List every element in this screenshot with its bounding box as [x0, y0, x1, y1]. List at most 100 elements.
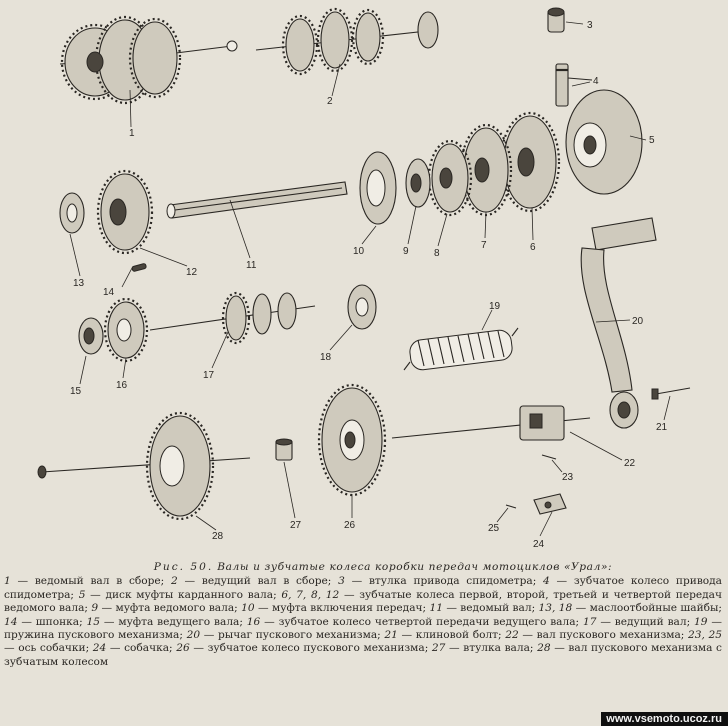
legend-item: 11 — ведомый вал; — [429, 602, 538, 614]
callout-28: 28 — [212, 531, 224, 542]
callout-13: 13 — [73, 278, 85, 289]
legend-item-text: — втулка вала; — [445, 642, 538, 655]
legend-item-text: — муфта включения передач; — [254, 602, 430, 615]
callout-27: 27 — [290, 520, 302, 531]
caption-heading: Валы и зубчатые колеса коробки передач м… — [217, 561, 613, 573]
legend-item: 27 — втулка вала; — [432, 642, 537, 654]
callout-7: 7 — [481, 240, 487, 251]
legend-item-text: — ведущий вал; — [596, 615, 695, 628]
callout-1: 1 — [129, 128, 135, 139]
legend-item-number: 19 — [694, 615, 708, 628]
legend-item: 22 — вал пускового механизма; — [505, 629, 688, 641]
legend-item: 1 — ведомый вал в сборе; — [4, 575, 171, 587]
part-17-driving-shaft — [149, 291, 316, 345]
part-20-kick-lever — [580, 217, 657, 429]
legend-item-number: 13, 18 — [538, 602, 573, 615]
callout-15: 15 — [70, 386, 82, 397]
caption-label: Рис. 50. — [153, 561, 214, 573]
caption-title: Рис. 50. Валы и зубчатые колеса коробки … — [4, 561, 722, 574]
legend-item-number: 15 — [86, 615, 101, 628]
part-8-third-gear — [427, 139, 473, 217]
legend-item-number: 5 — [78, 588, 86, 601]
part-27-shaft-bush — [275, 438, 293, 461]
figure-caption: Рис. 50. Валы и зубчатые колеса коробки … — [4, 561, 722, 669]
legend-item: 16 — зубчатое колесо четвертой передачи … — [247, 616, 583, 628]
part-4-speedometer-gear — [555, 63, 593, 107]
part-25-pawl-axle — [505, 504, 517, 509]
callout-22: 22 — [624, 458, 636, 469]
legend-item-text: — вал пускового механизма; — [518, 629, 689, 642]
legend-item-number: 1 — [4, 575, 11, 588]
legend-item: 28 — вал пускового механизма с зубчатым … — [4, 642, 722, 667]
caption-legend: 1 — ведомый вал в сборе; 2 — ведущий вал… — [4, 575, 722, 669]
legend-item-text: — зубчатое колесо четвертой передачи вед… — [260, 615, 583, 628]
callout-24: 24 — [533, 539, 545, 550]
legend-item: 13, 18 — маслоотбойные шайбы; — [539, 602, 722, 614]
part-22-kick-shaft — [391, 405, 591, 441]
legend-item-number: 3 — [338, 575, 345, 588]
part-13-oil-washer — [59, 192, 85, 234]
legend-item-text: — клиновой болт; — [397, 629, 506, 642]
legend-item-text: — маслоотбойные шайбы; — [572, 602, 723, 615]
part-14-key — [131, 263, 147, 272]
legend-item-number: 20 — [186, 629, 201, 642]
legend-item: 6, 7, 8, 12 — зубчатые колеса первой, вт… — [4, 589, 722, 614]
legend-item: 24 — собачка; — [93, 642, 176, 654]
callout-19: 19 — [489, 301, 501, 312]
legend-item-text: — ось собачки; — [4, 642, 93, 655]
legend-item-text: — зубчатые колеса первой, второй, третье… — [4, 588, 723, 615]
callout-3: 3 — [587, 20, 593, 31]
legend-item-text: — диск муфты карданного вала; — [85, 588, 282, 601]
callout-20: 20 — [632, 316, 644, 327]
legend-item-number: 9 — [91, 602, 99, 615]
legend-item: 19 — пружина пускового механизма; — [4, 616, 722, 641]
exploded-drawing: 1 2 3 4 5 6 7 8 9 10 11 12 13 14 15 16 1… — [37, 7, 691, 550]
part-28-kick-shaft-gear — [37, 411, 251, 521]
legend-item-number: 27 — [431, 642, 446, 655]
legend-item-text: — ведущий вал в сборе; — [177, 575, 339, 588]
callout-23: 23 — [562, 472, 574, 483]
part-10-shift-coupling — [359, 151, 397, 225]
legend-item-number: 23, 25 — [688, 629, 723, 642]
legend-item-text: — ведомый вал в сборе; — [10, 575, 172, 588]
legend-item-number: 4 — [543, 575, 550, 588]
callout-26: 26 — [344, 520, 356, 531]
legend-item-text: — ведомый вал; — [442, 602, 539, 615]
legend-item-text: — собачка; — [106, 642, 177, 655]
callout-18: 18 — [320, 352, 332, 363]
legend-item-text: — рычаг пускового механизма; — [200, 629, 385, 642]
callout-21: 21 — [656, 422, 668, 433]
part-9-driven-coupling — [405, 158, 431, 208]
part-24-pawl — [533, 493, 567, 515]
callout-8: 8 — [434, 248, 440, 259]
legend-item-number: 17 — [582, 615, 597, 628]
legend-item: 5 — диск муфты карданного вала; — [79, 589, 282, 601]
part-12-fourth-gear — [96, 169, 154, 255]
part-1-driven-shaft-assembly — [59, 15, 238, 105]
part-3-speedometer-bush — [547, 7, 565, 33]
legend-item-text: — зубчатое колесо привода спидометра; — [4, 575, 722, 601]
callout-numbers: 1 2 3 4 5 6 7 8 9 10 11 12 13 14 15 16 1… — [70, 20, 668, 550]
legend-item-text: — муфта ведомого вала; — [98, 602, 242, 615]
legend-item-number: 2 — [171, 575, 178, 588]
legend-item-number: 26 — [176, 642, 190, 655]
part-23-pawl-axle — [541, 454, 557, 460]
legend-item-number: 22 — [505, 629, 519, 642]
part-6-first-gear — [499, 111, 561, 213]
part-21-wedge-bolt — [651, 387, 691, 400]
part-2-driving-shaft-assembly — [255, 7, 439, 76]
part-16-driving-fourth-gear — [103, 297, 149, 363]
legend-item: 10 — муфта включения передач; — [241, 602, 429, 614]
legend-item: 14 — шпонка; — [4, 616, 87, 628]
legend-item: 17 — ведущий вал; — [583, 616, 694, 628]
legend-item-number: 6, 7, 8, 12 — [281, 588, 340, 601]
legend-item: 3 — втулка привода спидометра; — [338, 575, 543, 587]
legend-item-number: 21 — [384, 629, 398, 642]
legend-item: 26 — зубчатое колесо пускового механизма… — [176, 642, 432, 654]
part-18-oil-washer — [347, 284, 377, 330]
callout-12: 12 — [186, 267, 198, 278]
watermark: www.vsemoto.ucoz.ru — [601, 712, 728, 726]
part-7-second-gear — [459, 123, 513, 217]
callout-17: 17 — [203, 370, 215, 381]
